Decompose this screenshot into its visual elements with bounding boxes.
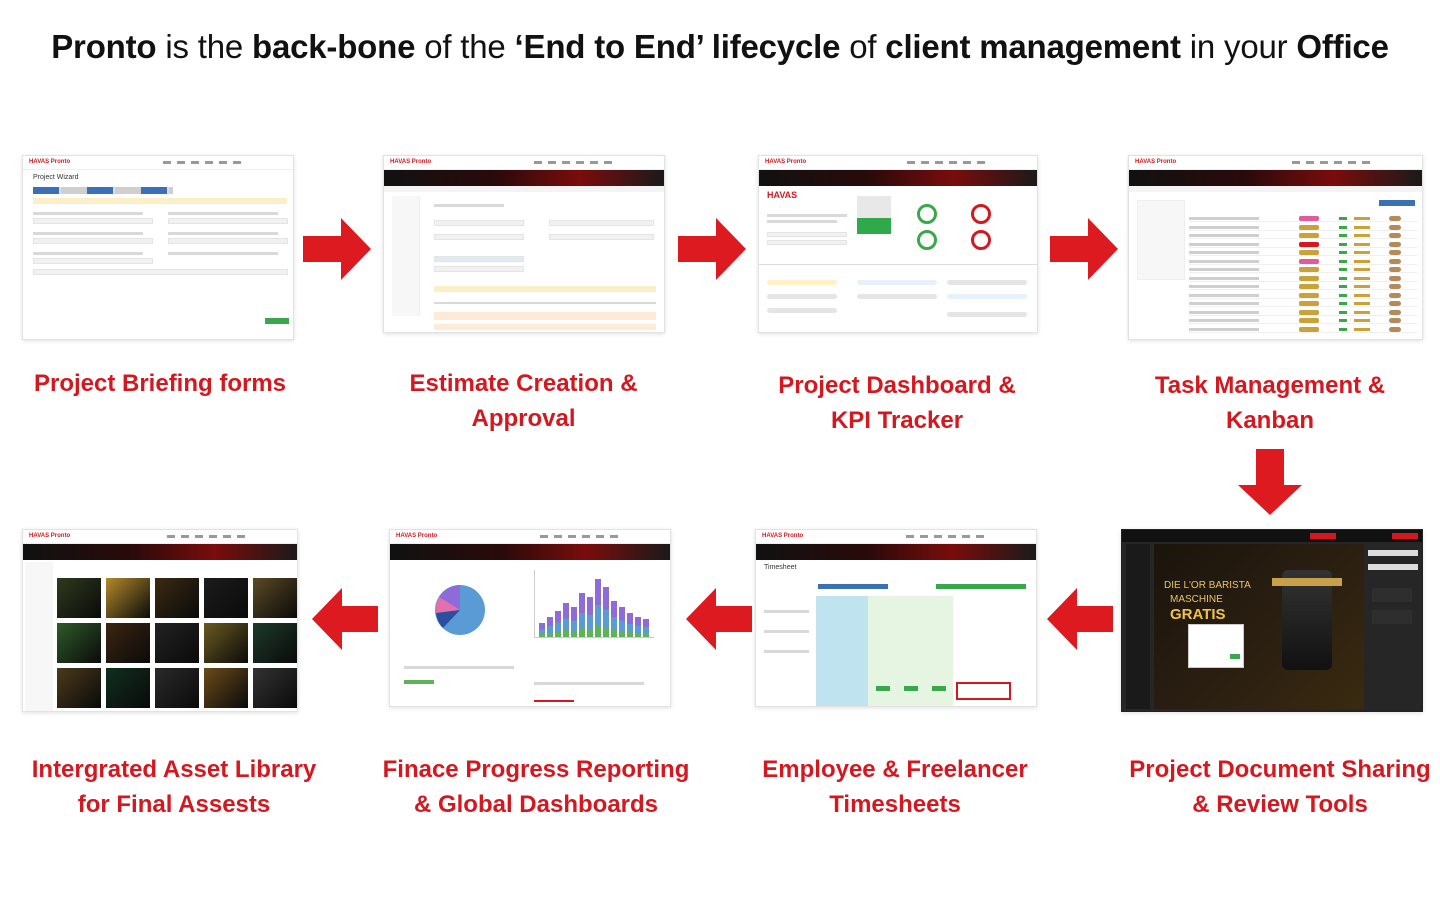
headline-text-8: Office [1296, 28, 1389, 65]
finance-bar [563, 603, 569, 637]
arrow-left-icon [312, 588, 378, 650]
task-row [1189, 292, 1417, 299]
asset-thumbnail [204, 578, 248, 618]
asset-thumbnail [204, 623, 248, 663]
headline-text-6: client management [885, 28, 1181, 65]
task-row [1189, 309, 1417, 316]
finance-bar [643, 619, 649, 637]
thumb-timesheet-title: Timesheet [764, 564, 797, 571]
asset-thumbnail [57, 668, 101, 708]
arrow-right-icon [1050, 218, 1118, 280]
asset-thumbnail [106, 623, 150, 663]
caption-step-2: Estimate Creation & Approval [409, 370, 638, 432]
finance-bar [627, 613, 633, 637]
asset-thumbnail [253, 623, 297, 663]
caption-step-8: Intergrated Asset Library for Final Asse… [31, 756, 317, 818]
caption-step-5: Project Document Sharing & Review Tools [1129, 756, 1431, 818]
caption-step-7: Finace Progress Reporting & Global Dashb… [382, 756, 690, 818]
task-row [1189, 224, 1417, 231]
task-row [1189, 267, 1417, 273]
thumb-doc-line2: MASCHINE [1170, 594, 1223, 605]
headline-text-7: in your [1180, 28, 1297, 65]
thumb-logo: HAVAS Pronto [1135, 159, 1177, 165]
screenshot-estimate-creation: HAVAS Pronto [383, 155, 665, 333]
thumb-doc-line1: DIE L'OR BARISTA [1164, 580, 1251, 591]
finance-bar [571, 607, 577, 637]
asset-thumbnail [106, 578, 150, 618]
finance-bar [595, 579, 601, 637]
thumb-wizard-title: Project Wizard [33, 174, 79, 181]
thumb-logo: HAVAS Pronto [765, 159, 807, 165]
arrow-down-icon [1238, 449, 1302, 515]
asset-thumbnail [204, 668, 248, 708]
task-row [1189, 284, 1417, 290]
arrow-left-icon [1047, 588, 1113, 650]
task-row [1189, 250, 1417, 256]
finance-bar [611, 601, 617, 637]
caption-step-4: Task Management & Kanban [1154, 372, 1386, 434]
headline-text-1: is the [156, 28, 252, 65]
arrow-right-icon [303, 218, 371, 280]
finance-bar [539, 623, 545, 637]
screenshot-asset-library: HAVAS Pronto [22, 529, 298, 712]
finance-bar [603, 587, 609, 637]
headline-text-3: of the [415, 28, 515, 65]
task-row [1189, 326, 1417, 333]
task-row [1189, 216, 1417, 222]
headline-text-2: back-bone [252, 28, 416, 65]
thumb-doc-line3: GRATIS [1170, 606, 1226, 623]
thumb-logo: HAVAS Pronto [390, 159, 432, 165]
task-row [1189, 241, 1417, 248]
asset-thumbnail [253, 578, 297, 618]
screenshot-project-briefing: HAVAS Pronto Project Wizard [22, 155, 294, 340]
caption-step-1: Project Briefing forms [33, 370, 287, 397]
thumb-logo: HAVAS Pronto [762, 533, 804, 539]
thumb-logo: HAVAS Pronto [29, 159, 71, 165]
screenshot-finance-reporting: HAVAS Pronto [389, 529, 671, 707]
asset-thumbnail [57, 578, 101, 618]
asset-thumbnail [155, 668, 199, 708]
headline: Pronto is the back-bone of the ‘End to E… [0, 28, 1440, 66]
asset-thumbnail [106, 668, 150, 708]
finance-bar [587, 597, 593, 637]
headline-text-5: of [840, 28, 886, 65]
screenshot-project-dashboard: HAVAS Pronto HAVAS [758, 155, 1038, 333]
asset-thumbnail [155, 623, 199, 663]
caption-step-6: Employee & Freelancer Timesheets [762, 756, 1028, 818]
screenshot-timesheets: HAVAS Pronto Timesheet [755, 529, 1037, 707]
headline-brand: Pronto [51, 28, 157, 65]
thumb-logo: HAVAS Pronto [29, 533, 71, 539]
task-row [1189, 275, 1417, 282]
asset-thumbnail [155, 578, 199, 618]
caption-step-3: Project Dashboard & KPI Tracker [778, 372, 1016, 434]
task-row [1189, 318, 1417, 324]
headline-text-4: ‘End to End’ lifecycle [514, 28, 841, 65]
asset-thumbnail [57, 623, 101, 663]
arrow-left-icon [686, 588, 752, 650]
thumb-logo: HAVAS Pronto [396, 533, 438, 539]
finance-bar [635, 617, 641, 637]
screenshot-task-management: HAVAS Pronto [1128, 155, 1423, 340]
arrow-right-icon [678, 218, 746, 280]
finance-bar [619, 607, 625, 637]
task-row [1189, 301, 1417, 307]
finance-bar [547, 617, 553, 637]
task-row [1189, 233, 1417, 239]
screenshot-document-review: DIE L'OR BARISTA MASCHINE GRATIS [1121, 529, 1423, 712]
asset-thumbnail [253, 668, 297, 708]
task-row [1189, 258, 1417, 265]
finance-bar [555, 611, 561, 637]
finance-bar [579, 593, 585, 637]
